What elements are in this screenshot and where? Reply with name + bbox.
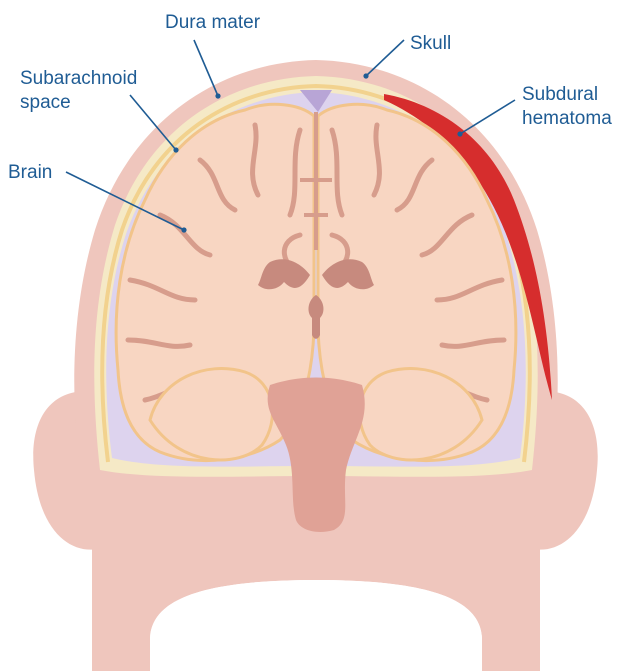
- subarachnoid-dot: [173, 147, 178, 152]
- brain-label: Brain: [8, 162, 52, 183]
- dura-mater-leader: [194, 40, 218, 96]
- skull-label: Skull: [410, 33, 451, 54]
- neck-inner: [150, 580, 482, 671]
- subdural-leader: [460, 100, 515, 134]
- brain-dot: [181, 227, 186, 232]
- subdural-label-line2: hematoma: [522, 108, 612, 129]
- dura-mater-dot: [215, 93, 220, 98]
- subdural-label-line1: Subdural: [522, 84, 598, 105]
- subarachnoid-label-line1: Subarachnoid: [20, 68, 137, 89]
- skull-dot: [363, 73, 368, 78]
- subarachnoid-label-line2: space: [20, 92, 71, 113]
- subdural-dot: [457, 131, 462, 136]
- skull-leader: [366, 40, 404, 76]
- dura-mater-label: Dura mater: [165, 12, 261, 33]
